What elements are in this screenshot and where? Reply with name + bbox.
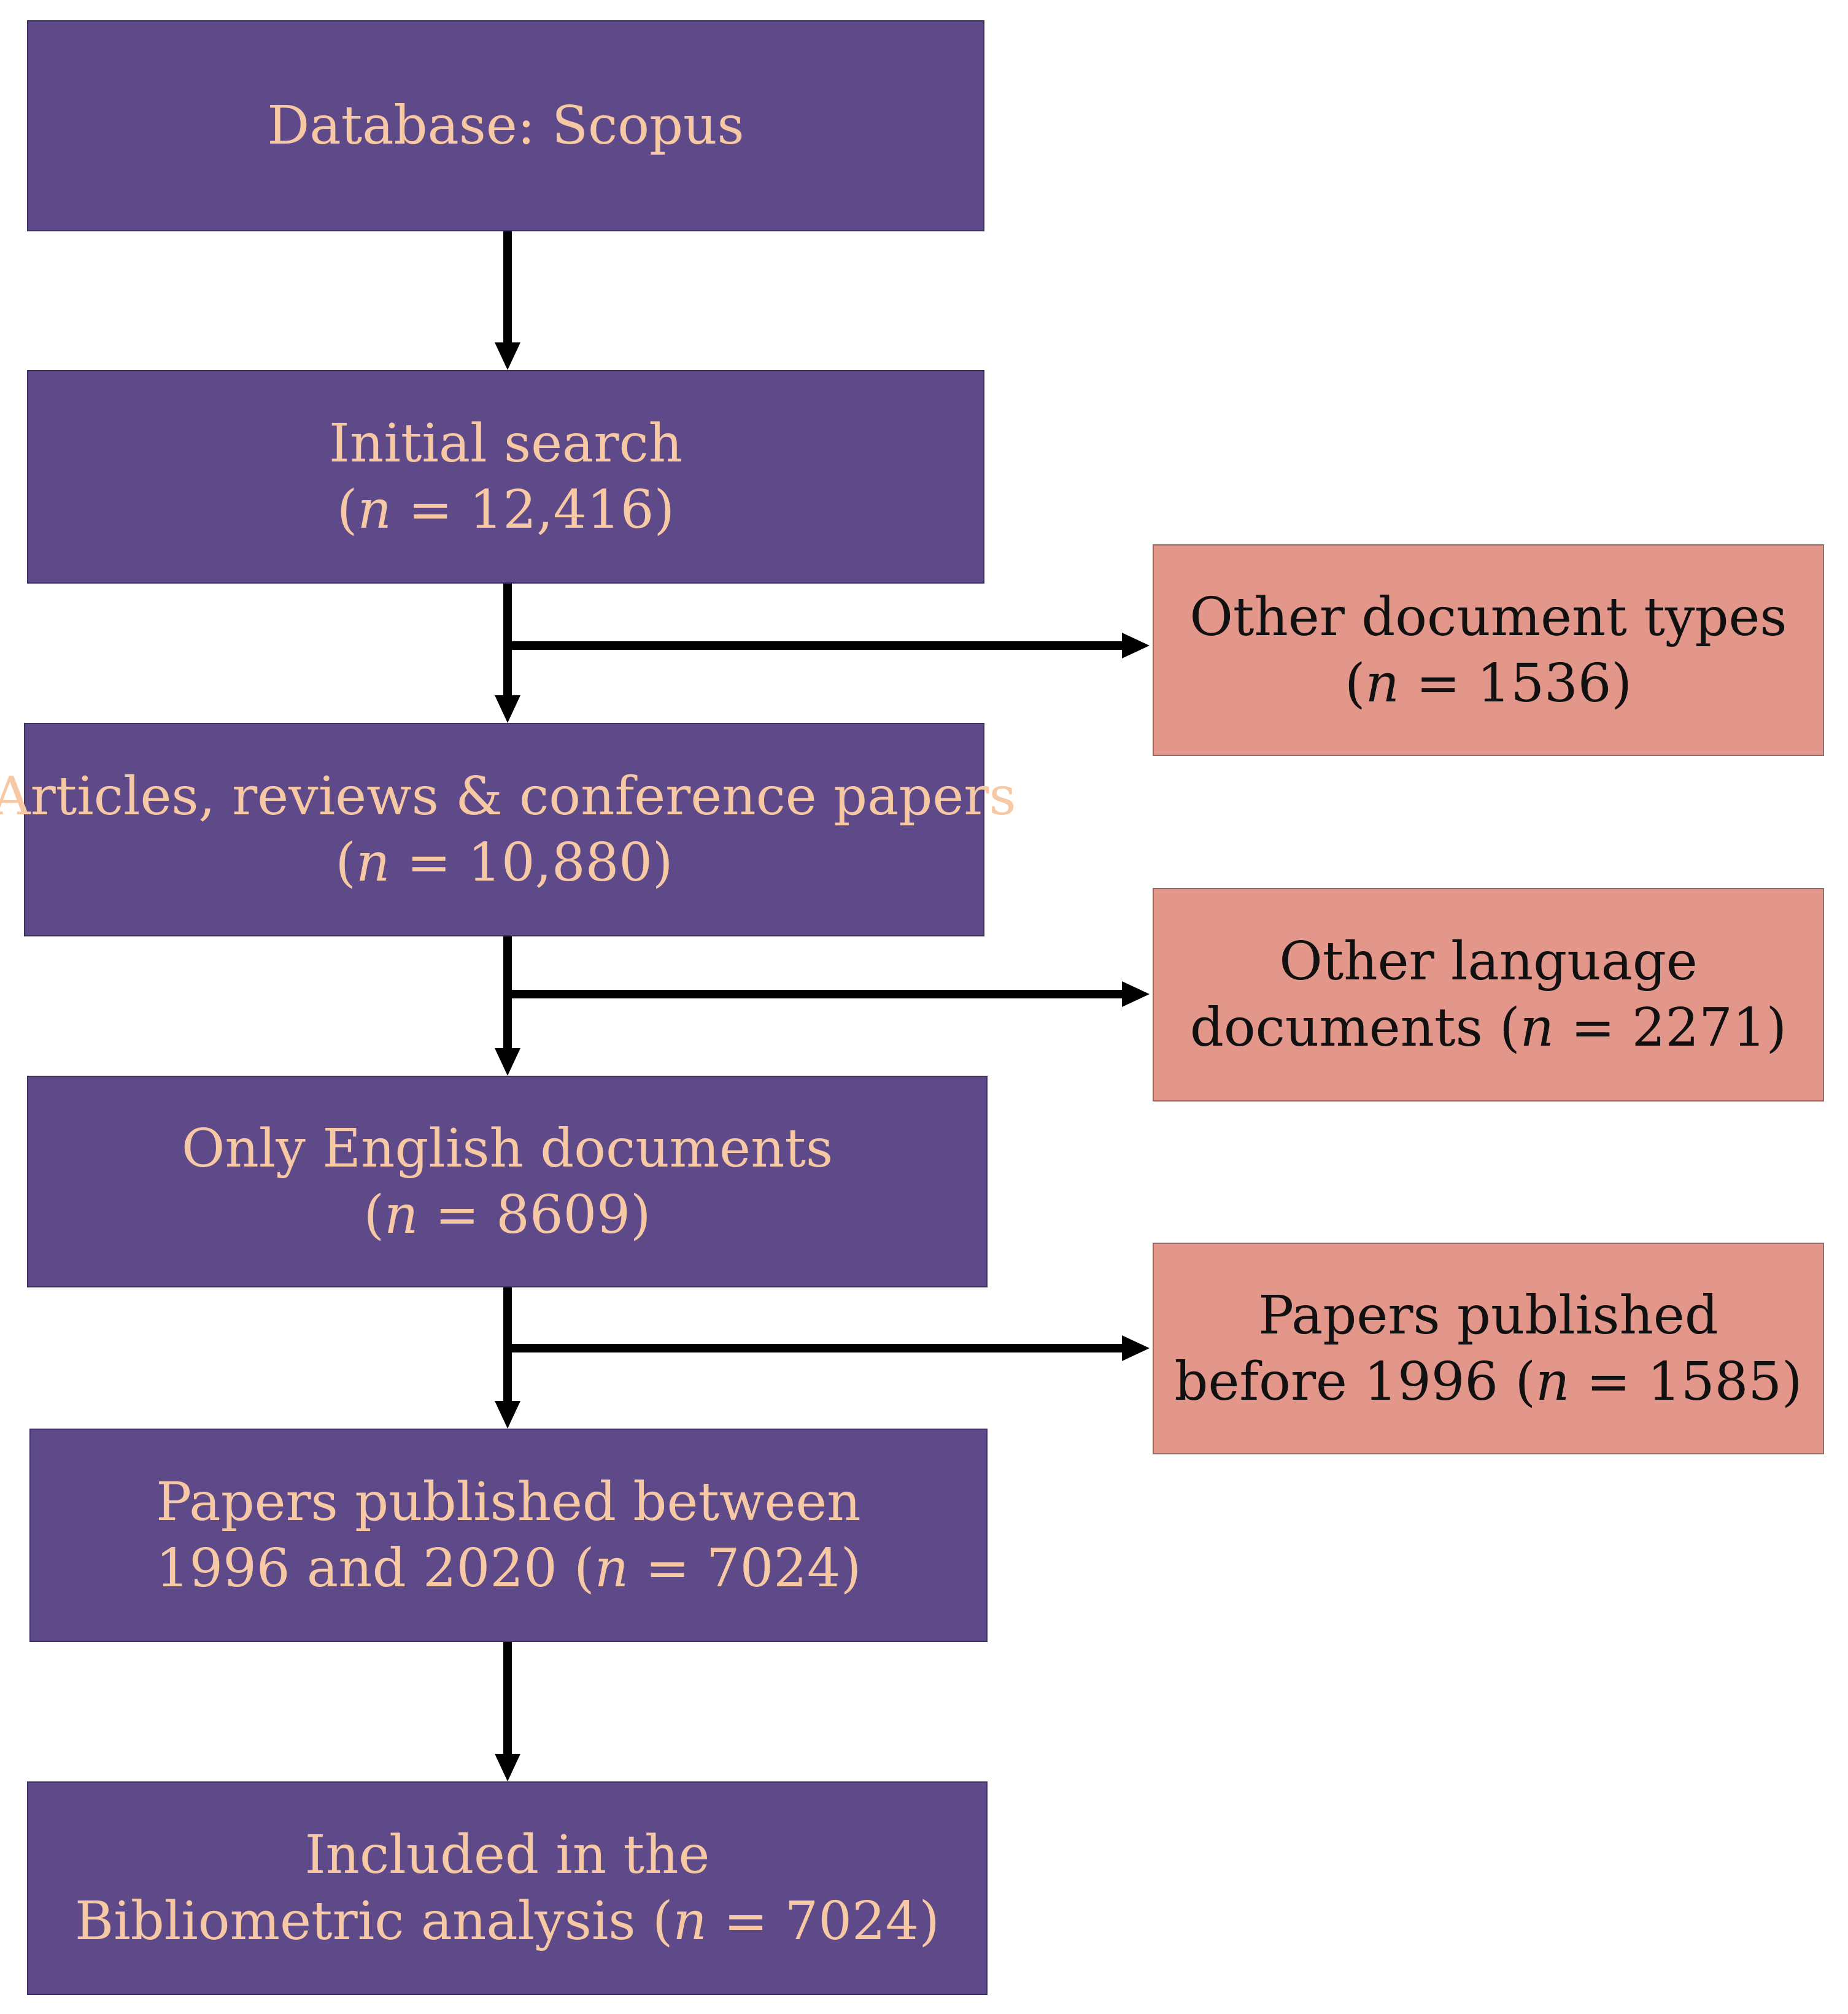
branch-head-1 — [1122, 633, 1150, 658]
step-document-types-count: (n = 10,880) — [335, 832, 673, 893]
step-document-types: Articles, reviews & conference papers (n… — [0, 723, 1016, 936]
step-initial-search-label: Initial search — [328, 413, 682, 474]
exclusion-before-1996-count: before 1996 (n = 1585) — [1174, 1351, 1803, 1413]
step-included-count: Bibliometric analysis (n = 7024) — [75, 1891, 940, 1952]
exclusion-document-types-label: Other document types — [1189, 586, 1787, 648]
step-included-label: Included in the — [304, 1824, 710, 1886]
exclusion-other-language-count: documents (n = 2271) — [1189, 997, 1787, 1059]
branch-head-3 — [1122, 1335, 1150, 1361]
arrow-head-3 — [495, 1048, 520, 1076]
step-included: Included in the Bibliometric analysis (n… — [27, 1781, 988, 1995]
arrow-head-2 — [495, 695, 520, 723]
step-year-range: Papers published between 1996 and 2020 (… — [29, 1429, 988, 1642]
arrow-head-1 — [495, 342, 520, 370]
step-year-range-label: Papers published between — [156, 1472, 861, 1533]
exclusion-before-1996: Papers published before 1996 (n = 1585) — [1153, 1243, 1824, 1454]
branch-head-2 — [1122, 981, 1150, 1007]
arrow-head-4 — [495, 1401, 520, 1429]
step-database: Database: Scopus — [27, 20, 984, 231]
exclusion-document-types-count: (n = 1536) — [1344, 652, 1633, 714]
step-database-label: Database: Scopus — [267, 95, 744, 156]
step-document-types-label: Articles, reviews & conference papers — [0, 766, 1016, 827]
step-initial-search: Initial search (n = 12,416) — [27, 370, 984, 584]
step-english-only-label: Only English documents — [181, 1117, 833, 1179]
exclusion-other-language-label: Other language — [1279, 931, 1698, 992]
exclusion-document-types: Other document types (n = 1536) — [1153, 544, 1824, 756]
arrow-head-5 — [495, 1754, 520, 1781]
step-year-range-count: 1996 and 2020 (n = 7024) — [155, 1538, 862, 1599]
exclusion-before-1996-label: Papers published — [1258, 1284, 1718, 1346]
step-initial-search-count: (n = 12,416) — [336, 479, 675, 541]
step-english-only-count: (n = 8609) — [363, 1184, 651, 1246]
exclusion-other-language: Other language documents (n = 2271) — [1153, 888, 1824, 1102]
step-english-only: Only English documents (n = 8609) — [27, 1076, 988, 1287]
